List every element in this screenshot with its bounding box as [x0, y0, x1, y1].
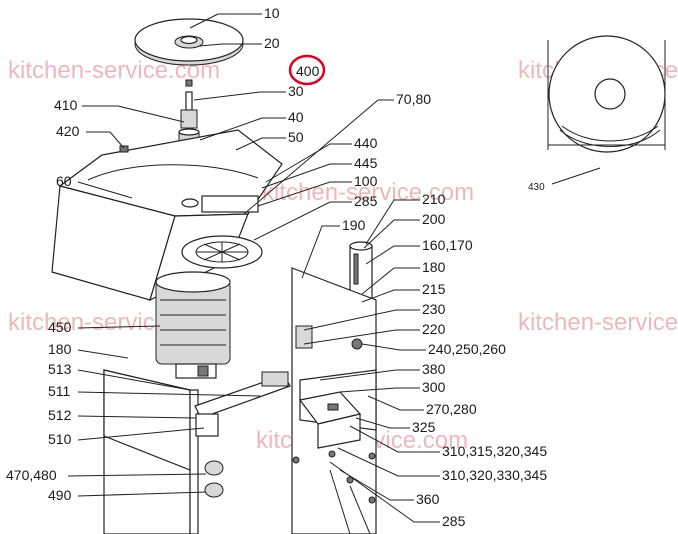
- hopper-hole: [181, 198, 199, 208]
- label-70-80: 70,80: [396, 91, 431, 107]
- shaft-part: [185, 91, 193, 111]
- label-215: 215: [422, 281, 446, 297]
- label-440: 440: [354, 135, 378, 151]
- switch-box-front: [317, 413, 361, 449]
- label-420: 420: [56, 123, 80, 139]
- motor-base: [175, 363, 217, 379]
- switch-button: [327, 403, 339, 411]
- screw-3: [368, 496, 376, 504]
- label-511: 511: [48, 383, 71, 399]
- label-470-480: 470,480: [6, 467, 57, 483]
- detail-disc-hole: [594, 78, 626, 110]
- label-20: 20: [264, 35, 280, 51]
- motor-fins: [160, 299, 226, 346]
- label-400: 400: [296, 63, 320, 79]
- label-30: 30: [288, 83, 304, 99]
- label-285-top: 285: [354, 193, 378, 209]
- label-180-right: 180: [422, 259, 446, 275]
- label-230: 230: [422, 301, 446, 317]
- label-300: 300: [422, 379, 446, 395]
- label-40: 40: [288, 109, 304, 125]
- screw-1: [292, 456, 300, 464]
- screw-2: [368, 452, 376, 460]
- motor-capacitor: [197, 365, 209, 377]
- label-450: 450: [48, 319, 72, 335]
- label-50: 50: [288, 129, 304, 145]
- label-360: 360: [416, 491, 440, 507]
- detail-curve-1: [559, 129, 661, 147]
- label-180-left: 180: [48, 341, 72, 357]
- label-490: 490: [48, 487, 72, 503]
- watermark-5: kitchen-service.com: [518, 309, 678, 336]
- foot-1: [204, 460, 224, 476]
- label-270-280: 270,280: [426, 401, 477, 417]
- label-380: 380: [422, 361, 446, 377]
- label-285-bottom: 285: [442, 513, 466, 529]
- label-310-320-330-345: 310,320,330,345: [442, 467, 547, 483]
- label-240-250-260: 240,250,260: [428, 341, 506, 357]
- label-445: 445: [354, 155, 378, 171]
- nut-part: [351, 338, 363, 350]
- machine-drawing: [51, 18, 666, 534]
- label-190: 190: [342, 217, 366, 233]
- disc-hub-center: [180, 35, 198, 45]
- screw-4: [328, 450, 336, 458]
- leader-lines: [67, 13, 601, 534]
- switch-part: [295, 325, 313, 349]
- lid-bolt: [119, 145, 129, 153]
- label-10: 10: [264, 5, 280, 21]
- highlight-circle: [288, 54, 326, 86]
- detail-curve-2: [561, 125, 659, 142]
- lever-bracket: [261, 371, 289, 387]
- motor-top: [155, 271, 231, 293]
- label-410: 410: [54, 97, 78, 113]
- label-100: 100: [354, 173, 378, 189]
- screw-part: [185, 79, 193, 87]
- label-310-315-320-345: 310,315,320,345: [442, 443, 547, 459]
- label-210: 210: [422, 191, 446, 207]
- label-200: 200: [422, 211, 446, 227]
- column-slot: [353, 253, 359, 285]
- label-430: 430: [528, 182, 545, 193]
- lever-block: [195, 413, 219, 437]
- label-512: 512: [48, 407, 72, 423]
- label-60: 60: [56, 173, 72, 189]
- label-513: 513: [48, 361, 72, 377]
- front-post: [189, 389, 199, 534]
- ejector-spokes: [196, 242, 248, 262]
- part-labels: 10 20 400 30 410 40 420 50 70,80 60 440 …: [6, 5, 547, 529]
- coupling-top: [178, 128, 200, 136]
- label-325: 325: [412, 419, 436, 435]
- shaft-collar: [180, 109, 198, 129]
- label-160-170: 160,170: [422, 237, 473, 253]
- label-220: 220: [422, 321, 446, 337]
- label-510: 510: [48, 431, 72, 447]
- foot-2: [204, 482, 224, 498]
- hopper-rim-curve: [87, 164, 259, 181]
- lid-bracket: [201, 195, 259, 213]
- screw-5: [346, 476, 354, 484]
